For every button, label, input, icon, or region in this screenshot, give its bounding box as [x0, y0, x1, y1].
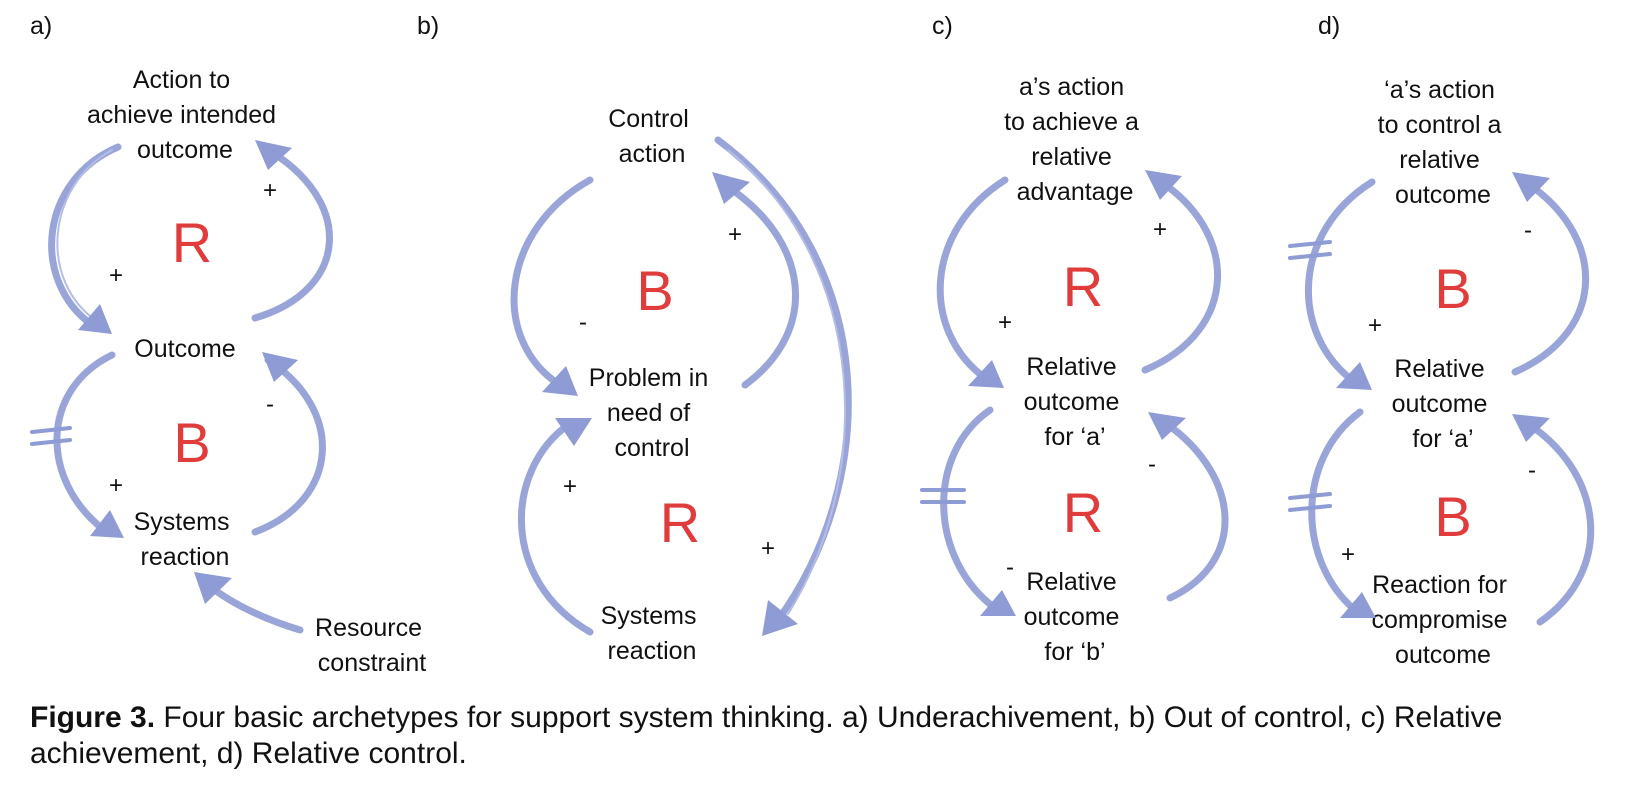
- arrowhead-icon: [262, 352, 298, 382]
- node-systems-reaction: Systems reaction: [134, 508, 237, 571]
- arrowhead-icon: [78, 304, 112, 334]
- arrowhead-icon: [555, 418, 592, 446]
- causal-link-arrow: [251, 356, 326, 536]
- polarity-sign: +: [109, 472, 123, 499]
- figure-caption: Figure 3. Four basic archetypes for supp…: [30, 700, 1610, 772]
- node-as-action-to-achieve: a’s action to achieve a relative advanta…: [1004, 73, 1146, 206]
- loop-label-d-top: B: [1434, 257, 1471, 320]
- node-as-action-to-control: ‘a’s action to control a relative outcom…: [1378, 76, 1509, 209]
- arrowhead-icon: [255, 140, 292, 170]
- causal-link-arrow: [714, 136, 852, 624]
- panel-a: a) Action to achieve intended outcome Ou…: [30, 12, 429, 677]
- polarity-sign: +: [563, 473, 577, 500]
- arrowhead-icon: [980, 590, 1016, 616]
- arrowhead-icon: [1512, 172, 1550, 202]
- loop-label-b-top: B: [636, 259, 673, 322]
- causal-link-arrow: [251, 144, 333, 322]
- delay-mark: [1288, 492, 1332, 500]
- node-reaction-for-compromise: Reaction for compromise outcome: [1371, 571, 1514, 669]
- arrowhead-icon: [712, 172, 750, 204]
- polarity-sign: +: [761, 535, 775, 562]
- panel-c-letter: c): [932, 12, 953, 40]
- polarity-sign: +: [1341, 541, 1355, 568]
- node-action-to-achieve: Action to achieve intended outcome: [87, 66, 283, 164]
- panel-b: b) Control action Problem in need of con…: [417, 12, 852, 665]
- causal-link-arrow: [1511, 176, 1590, 376]
- node-relative-outcome-a: Relative outcome for ‘a’: [1024, 353, 1127, 451]
- node-outcome: Outcome: [134, 335, 235, 363]
- delay-mark: [1288, 252, 1332, 260]
- node-problem-in-need-of-control: Problem in need of control: [589, 364, 715, 462]
- polarity-sign: -: [266, 391, 274, 418]
- loop-label-a-bottom: B: [173, 411, 210, 474]
- polarity-sign: -: [1524, 217, 1532, 244]
- polarity-sign: -: [579, 309, 587, 336]
- node-relative-outcome-a: Relative outcome for ‘a’: [1392, 355, 1495, 453]
- delay-mark: [30, 438, 72, 446]
- panel-a-letter: a): [30, 12, 52, 40]
- causal-link-arrow: [48, 143, 122, 329]
- loop-label-a-top: R: [172, 211, 212, 274]
- polarity-sign: -: [1006, 554, 1014, 581]
- node-systems-reaction: Systems reaction: [601, 602, 704, 665]
- delay-mark: [1288, 240, 1332, 248]
- arrowhead-icon: [90, 510, 124, 538]
- loop-label-d-bottom: B: [1434, 485, 1471, 548]
- arrowhead-icon: [968, 360, 1004, 388]
- causal-link-arrow: [1304, 178, 1376, 384]
- loop-label-c-bottom: R: [1063, 481, 1103, 544]
- arrowhead-icon: [1512, 414, 1550, 442]
- polarity-sign: +: [998, 309, 1012, 336]
- causal-link-arrow: [721, 181, 799, 389]
- loop-label-b-bottom: R: [660, 491, 700, 554]
- causal-link-arrow: [53, 351, 116, 534]
- arrowhead-icon: [194, 572, 232, 604]
- arrowhead-icon: [1336, 362, 1372, 390]
- polarity-sign: +: [109, 262, 123, 289]
- causal-link-arrow: [510, 176, 594, 389]
- panel-b-letter: b): [417, 12, 439, 40]
- node-control-action: Control action: [608, 105, 696, 168]
- node-resource-constraint: Resource constraint: [315, 614, 429, 677]
- polarity-sign: +: [728, 221, 742, 248]
- arrowhead-icon: [1148, 412, 1186, 440]
- causal-link-arrow: [1518, 416, 1595, 626]
- polarity-sign: -: [1148, 451, 1156, 478]
- panel-c: c) a’s action to achieve a relative adva…: [920, 12, 1229, 666]
- causal-link-arrow: [1308, 408, 1364, 614]
- causal-link-arrow: [1154, 414, 1229, 602]
- polarity-sign: +: [1368, 312, 1382, 339]
- caption-label: Figure 3.: [30, 701, 156, 734]
- arrowhead-icon: [762, 600, 798, 636]
- polarity-sign: -: [1528, 457, 1536, 484]
- arrowhead-icon: [1340, 592, 1376, 618]
- delay-mark: [1288, 504, 1332, 512]
- loop-label-c-top: R: [1063, 255, 1103, 318]
- causal-loop-diagram: a) Action to achieve intended outcome Ou…: [30, 12, 1595, 677]
- causal-link-arrow: [940, 406, 999, 612]
- polarity-sign: +: [1153, 216, 1167, 243]
- panel-d: d) ‘a’s action to control a relative out…: [1288, 12, 1595, 669]
- panel-d-letter: d): [1318, 12, 1340, 40]
- arrowhead-icon: [1145, 170, 1182, 200]
- causal-link-arrow: [1141, 174, 1221, 374]
- causal-link-arrow: [936, 176, 1009, 382]
- arrowhead-icon: [542, 366, 578, 396]
- polarity-sign: +: [263, 177, 277, 204]
- causal-link-arrow: [518, 421, 594, 636]
- caption-text: Four basic archetypes for support system…: [30, 701, 1503, 770]
- delay-mark: [30, 426, 72, 434]
- node-relative-outcome-b: Relative outcome for ‘b’: [1024, 568, 1127, 666]
